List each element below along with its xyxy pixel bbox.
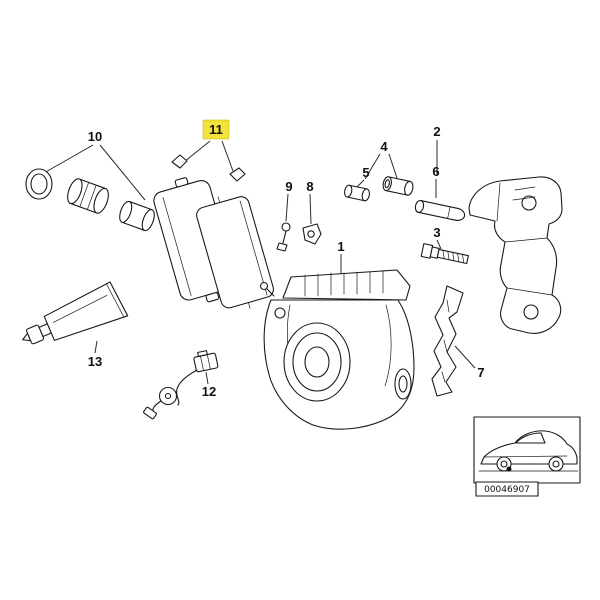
part-label-5[interactable]: 5 bbox=[362, 165, 369, 180]
image-code-box bbox=[475, 481, 539, 497]
part-10-piston-seal-set bbox=[25, 168, 155, 232]
part-label-6[interactable]: 6 bbox=[432, 164, 439, 179]
part-label-2[interactable]: 2 bbox=[433, 124, 440, 139]
part-8-retaining-bracket bbox=[302, 223, 322, 245]
car-window bbox=[515, 432, 546, 444]
part-7-retaining-spring bbox=[431, 285, 464, 397]
part-5-guide-bushing bbox=[344, 184, 370, 202]
vehicle-thumbnail: 00046907 bbox=[473, 416, 581, 497]
part-1-caliper-housing bbox=[259, 269, 415, 430]
image-code: 00046907 bbox=[484, 485, 530, 495]
part-label-3[interactable]: 3 bbox=[433, 225, 440, 240]
part-label-1[interactable]: 1 bbox=[337, 239, 344, 254]
part-13-grease-tube bbox=[22, 281, 129, 345]
part-label-11[interactable]: 11 bbox=[209, 122, 223, 137]
part-labels: 10 11 9 8 5 4 2 6 3 1 7 13 12 bbox=[88, 119, 485, 399]
part-label-7[interactable]: 7 bbox=[477, 365, 484, 380]
part-3-bolt bbox=[420, 243, 469, 265]
car-silhouette bbox=[480, 430, 578, 465]
part-12-wear-sensor bbox=[143, 350, 219, 420]
part-label-10[interactable]: 10 bbox=[88, 129, 102, 144]
part-2-caliper-carrier bbox=[468, 176, 563, 334]
part-9-retainer-pin bbox=[276, 222, 291, 252]
part-label-4[interactable]: 4 bbox=[380, 139, 388, 154]
axle-marker-dot bbox=[506, 466, 512, 472]
part-label-8[interactable]: 8 bbox=[306, 179, 313, 194]
part-label-13[interactable]: 13 bbox=[88, 354, 102, 369]
part-11-brake-pads bbox=[153, 154, 274, 309]
label-11-highlight bbox=[202, 119, 230, 140]
part-6-guide-pin bbox=[414, 199, 466, 221]
part-4-guide-bushing bbox=[382, 176, 414, 196]
part-label-12[interactable]: 12 bbox=[202, 384, 216, 399]
part-label-9[interactable]: 9 bbox=[285, 179, 292, 194]
